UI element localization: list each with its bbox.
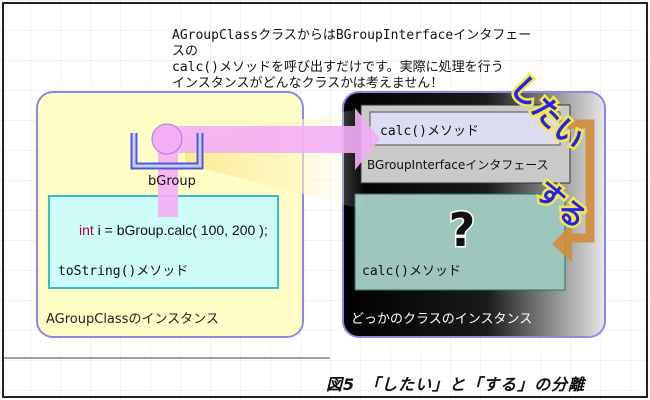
unknown-question-mark: ? xyxy=(449,203,476,257)
call-arrow-shaft xyxy=(165,126,355,153)
unknown-instance-label: どっかのクラスのインスタンス xyxy=(351,312,533,327)
caption-line: calc()メソッドを呼び出すだけです。実際に処理を行う xyxy=(172,60,504,75)
tostring-method-label: toString()メソッド xyxy=(58,264,189,279)
bgroup-ball xyxy=(151,123,183,155)
code-box xyxy=(48,195,279,289)
delegate-arrowhead xyxy=(552,224,572,262)
interface-label: BGroupInterfaceインタフェース xyxy=(367,158,549,172)
figure-title: 図5 「したい」と「する」の分離 xyxy=(326,375,586,394)
delegate-arrow xyxy=(560,119,595,243)
call-arrowhead xyxy=(355,108,380,170)
interface-calc-label: calc()メソッド xyxy=(380,124,479,139)
implementation-calc-label: calc()メソッド xyxy=(362,264,461,279)
implementation-box xyxy=(354,193,566,291)
code-line: int i = bGroup.calc( 100, 200 ); xyxy=(79,222,268,238)
agroupclass-instance-label: AGroupClassのインスタンス xyxy=(46,312,219,327)
code-keyword: int xyxy=(79,222,94,238)
code-statement: i = bGroup.calc( 100, 200 ); xyxy=(93,222,268,238)
bgroup-socket-highlight xyxy=(132,133,202,168)
bgroup-label: bGroup xyxy=(148,174,196,189)
caption-line: AGroupClassクラスからはBGroupInterfaceインタフェースの xyxy=(172,28,532,59)
caption: AGroupClassクラスからはBGroupInterfaceインタフェースの… xyxy=(172,28,532,92)
caption-line: インスタンスがどんなクラスかは考えません！ xyxy=(172,76,444,91)
call-arrow-vertical xyxy=(158,140,178,217)
